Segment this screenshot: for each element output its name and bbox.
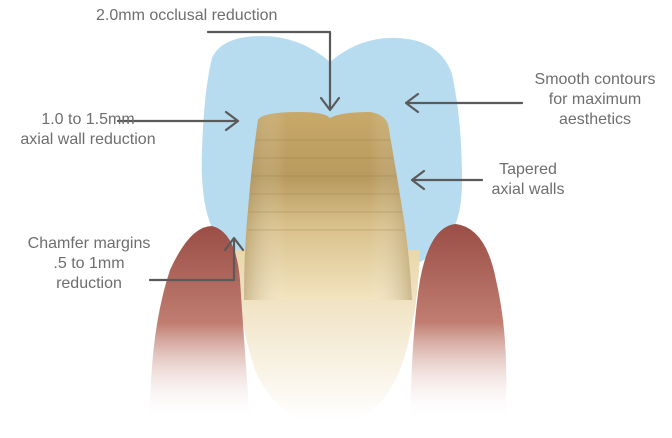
- smooth-contours-label: Smooth contours for maximum aesthetics: [524, 70, 666, 130]
- axial-wall-reduction-label: 1.0 to 1.5mm axial wall reduction: [6, 110, 170, 150]
- chamfer-line-1: Chamfer margins: [14, 234, 164, 254]
- tapered-axial-walls-label: Tapered axial walls: [480, 160, 576, 200]
- axial-wall-line-2: axial wall reduction: [6, 130, 170, 150]
- chamfer-margins-label: Chamfer margins .5 to 1mm reduction: [14, 234, 164, 294]
- tapered-line-2: axial walls: [480, 180, 576, 200]
- smooth-contours-line-2: for maximum: [524, 90, 666, 110]
- chamfer-line-2: .5 to 1mm: [14, 254, 164, 274]
- smooth-contours-line-1: Smooth contours: [524, 70, 666, 90]
- occlusal-reduction-label: 2.0mm occlusal reduction: [96, 6, 277, 26]
- occlusal-reduction-text: 2.0mm occlusal reduction: [96, 6, 277, 26]
- tapered-line-1: Tapered: [480, 160, 576, 180]
- chamfer-line-3: reduction: [14, 274, 164, 294]
- smooth-contours-line-3: aesthetics: [524, 110, 666, 130]
- axial-wall-line-1: 1.0 to 1.5mm: [6, 110, 170, 130]
